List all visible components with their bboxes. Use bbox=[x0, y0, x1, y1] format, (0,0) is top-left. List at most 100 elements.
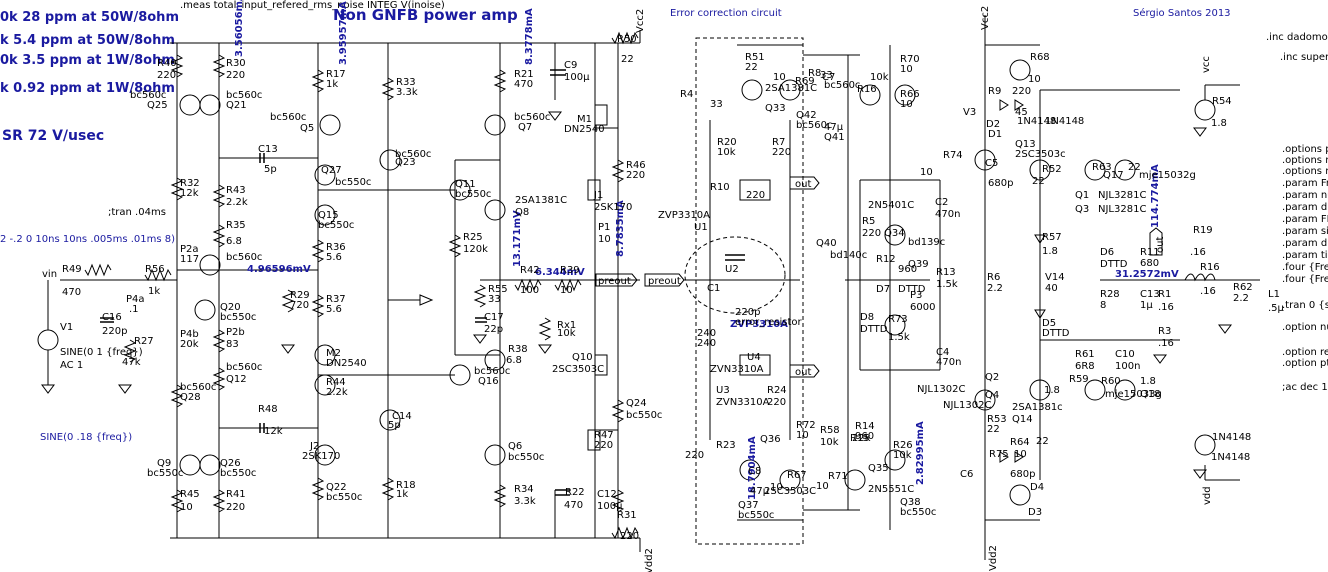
component-label: C8 bbox=[748, 466, 761, 477]
component-label: R3 bbox=[1158, 326, 1171, 337]
net-out-u3: out bbox=[795, 367, 811, 378]
component-label: 100µ bbox=[597, 501, 623, 512]
component-label: 10 bbox=[920, 167, 933, 178]
component-label: 1.8 bbox=[1044, 385, 1060, 396]
component-label: R68 bbox=[1030, 52, 1050, 63]
component-label: 20k bbox=[180, 339, 199, 350]
component-label: Q18 bbox=[1140, 389, 1161, 400]
component-label: 33 bbox=[820, 70, 833, 81]
spec-line-2: 0k 3.5 ppm at 1W/8ohm bbox=[0, 53, 175, 68]
component-label: 680p bbox=[988, 178, 1013, 189]
component-label: 680p bbox=[1010, 469, 1035, 480]
component-label: R40 bbox=[157, 58, 177, 69]
component-label: R50 bbox=[617, 34, 637, 45]
meas-directive: .meas total_input_refered_rms_noise INTE… bbox=[180, 0, 445, 11]
net-preout-right: preout bbox=[648, 276, 681, 287]
component-label: Q17 bbox=[1103, 170, 1124, 181]
component-label: 40 bbox=[1045, 283, 1058, 294]
component-label: 2SA1381c bbox=[1012, 402, 1063, 413]
component-label: 960 bbox=[855, 431, 874, 442]
component-label: DTTD bbox=[1042, 328, 1070, 339]
component-label: .16 bbox=[1200, 286, 1216, 297]
component-label: 10 bbox=[773, 72, 786, 83]
component-label: bc560c bbox=[130, 90, 166, 101]
component-label: R60 bbox=[1101, 376, 1121, 387]
component-label: 117 bbox=[180, 254, 199, 265]
component-label: 6.8 bbox=[506, 355, 522, 366]
probe-q21: 3.56056mA bbox=[234, 0, 245, 57]
component-label: R56 bbox=[145, 264, 165, 275]
component-label: 220 bbox=[746, 190, 765, 201]
component-label: 22p bbox=[484, 324, 503, 335]
component-label: Q42 bbox=[796, 110, 817, 121]
slew-rate: SR 72 V/usec bbox=[2, 128, 104, 144]
net-vdd: vdd bbox=[1202, 486, 1213, 505]
component-label: R51 bbox=[745, 52, 765, 63]
component-label: C16 bbox=[102, 312, 122, 323]
component-label: R35 bbox=[226, 220, 246, 231]
component-label: DTTD bbox=[860, 324, 888, 335]
component-label: bc560c bbox=[514, 112, 550, 123]
net-vcc2-left: Vcc2 bbox=[635, 9, 646, 33]
component-label: D7 bbox=[876, 284, 890, 295]
spice-directive: .option re bbox=[1282, 347, 1328, 358]
component-label: 1k bbox=[148, 286, 160, 297]
component-label: R59 bbox=[1069, 374, 1089, 385]
component-label: 22 bbox=[987, 424, 1000, 435]
component-label: 3.3k bbox=[514, 496, 536, 507]
spice-directive: .option pt bbox=[1282, 358, 1328, 369]
probe-r16: 114.774mA bbox=[1150, 164, 1161, 228]
net-vdd2-right: Vdd2 bbox=[988, 545, 999, 571]
component-label: bd140c bbox=[830, 250, 867, 261]
component-label: Q5 bbox=[300, 123, 314, 134]
component-label: 1N4148 bbox=[1212, 432, 1251, 443]
component-label: 22 bbox=[1032, 176, 1045, 187]
component-label: Q41 bbox=[824, 132, 845, 143]
component-label: 1N4148 bbox=[1045, 116, 1084, 127]
component-label: bc550c bbox=[220, 312, 256, 323]
component-label: 2SC3503C bbox=[552, 364, 604, 375]
component-label: 120k bbox=[463, 244, 488, 255]
component-label: R20 bbox=[717, 137, 737, 148]
component-label: .16 bbox=[1158, 302, 1174, 313]
component-label: U1 bbox=[694, 222, 708, 233]
component-label: 1.8 bbox=[1042, 246, 1058, 257]
component-label: mje15033g bbox=[1105, 389, 1162, 400]
component-label: bc560c bbox=[824, 80, 860, 91]
component-label: R12 bbox=[876, 254, 896, 265]
component-label: 100n bbox=[1115, 361, 1140, 372]
component-label: R19 bbox=[1193, 225, 1213, 236]
component-label: R53 bbox=[987, 414, 1007, 425]
component-label: 1µ bbox=[1140, 300, 1153, 311]
component-label: 2SC3503c bbox=[1015, 149, 1066, 160]
component-label: 10 bbox=[900, 99, 913, 110]
component-label: 22 bbox=[745, 62, 758, 73]
spice-directive: .options n bbox=[1282, 166, 1328, 177]
component-label: bc550c bbox=[900, 507, 936, 518]
component-label: 220 bbox=[157, 70, 176, 81]
component-label: P3 bbox=[910, 290, 922, 301]
component-label: R44 bbox=[326, 377, 346, 388]
component-label: R47 bbox=[594, 430, 614, 441]
component-label: Q28 bbox=[180, 392, 201, 403]
component-label: R67 bbox=[787, 470, 807, 481]
component-label: R13 bbox=[936, 267, 956, 278]
component-label: 10k bbox=[893, 450, 912, 461]
component-label: 6R8 bbox=[1075, 361, 1095, 372]
component-label: R39 bbox=[560, 265, 580, 276]
component-label: R8 bbox=[808, 68, 821, 79]
component-label: .16 bbox=[1158, 338, 1174, 349]
component-label: C5 bbox=[985, 158, 998, 169]
component-label: R7 bbox=[772, 137, 785, 148]
component-label: 33 bbox=[488, 294, 501, 305]
spice-directive: .tran 0 {si bbox=[1282, 300, 1328, 311]
component-label: C13 bbox=[1140, 289, 1160, 300]
component-label: R34 bbox=[514, 484, 534, 495]
component-label: 2.2k bbox=[226, 197, 248, 208]
component-label: bc550c bbox=[147, 468, 183, 479]
component-label: 100 bbox=[520, 285, 539, 296]
component-label: 2N5551C bbox=[868, 484, 914, 495]
component-label: Q27 bbox=[321, 165, 342, 176]
spice-directive: .options n bbox=[1282, 155, 1328, 166]
component-label: R15 bbox=[850, 433, 870, 444]
